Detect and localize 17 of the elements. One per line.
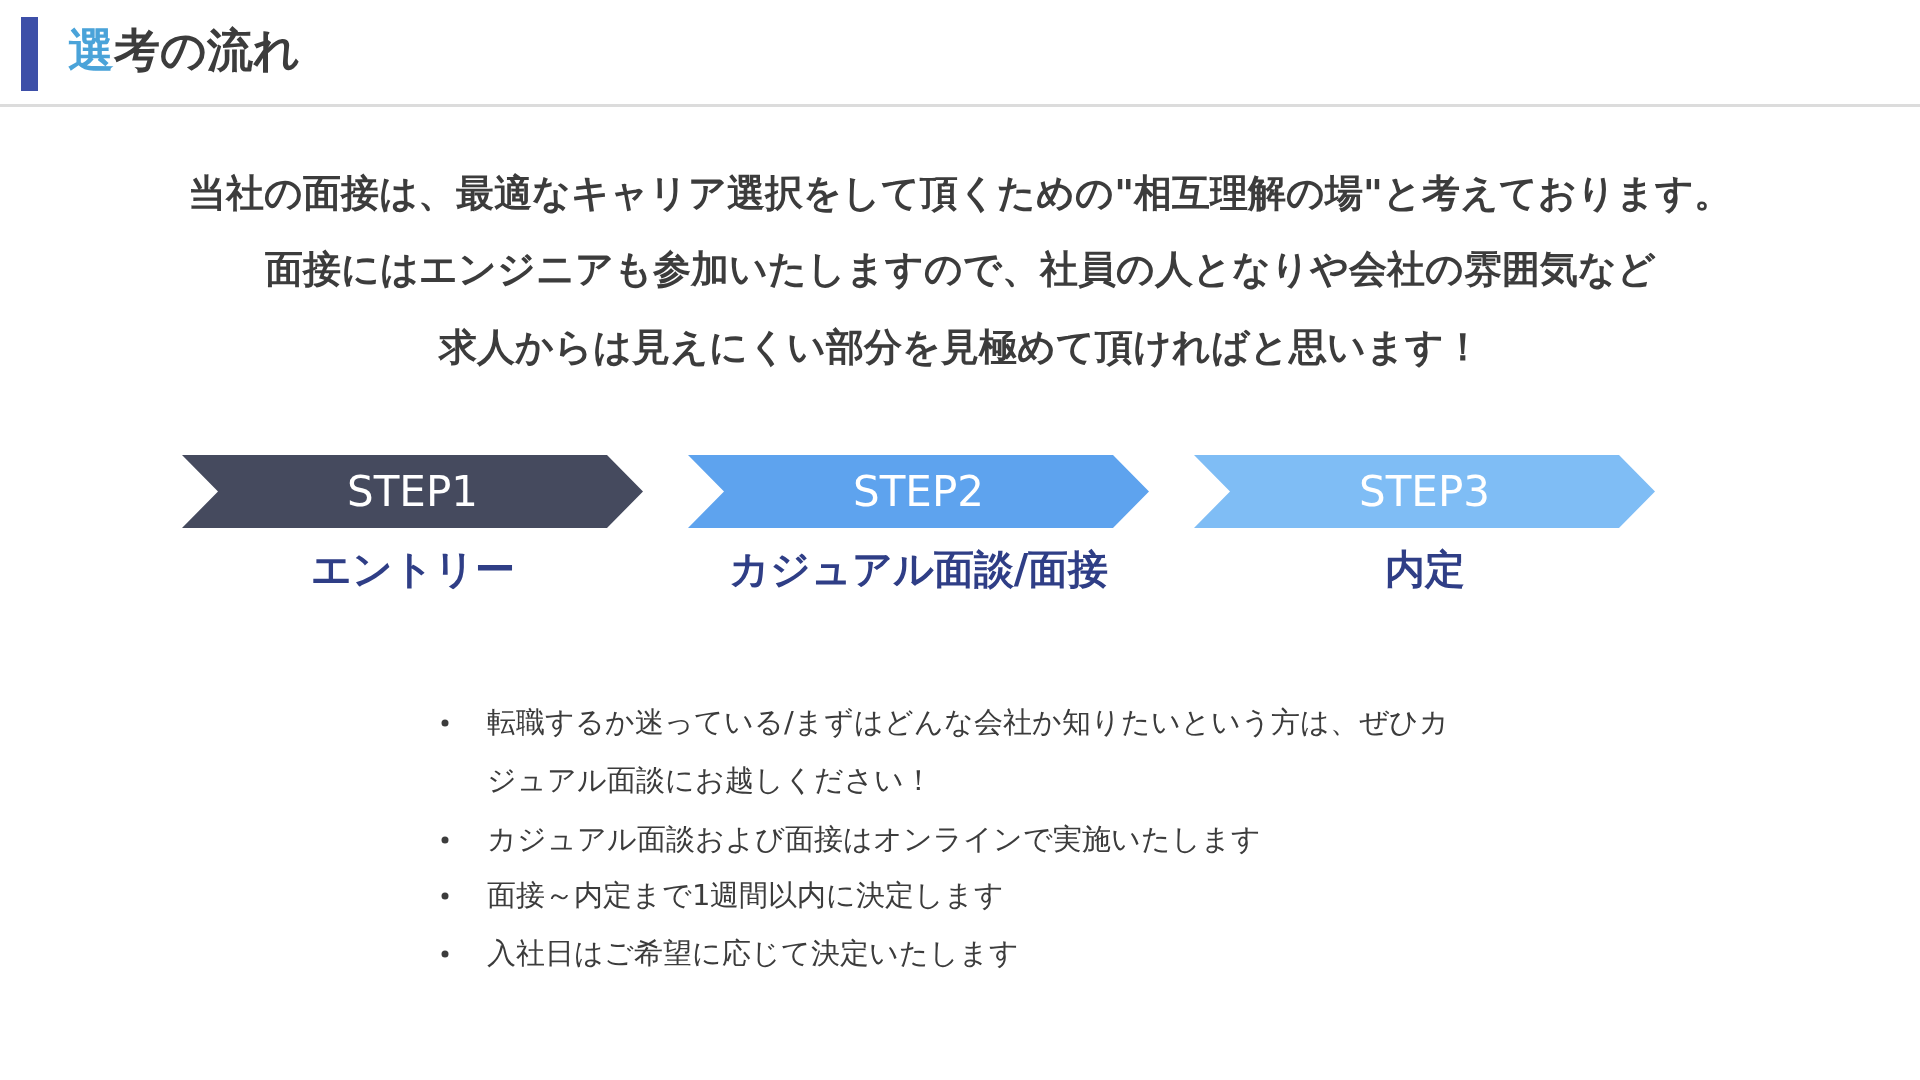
bullet-text: 転職するか迷っている/まずはどんな会社か知りたいという方は、ぜひカジュアル面談にお越しください！ bbox=[487, 704, 1450, 799]
intro-text: 当社の面接は、最適なキャリア選択をして頂くための"相互理解の場"と考えております。 bbox=[187, 170, 1733, 217]
chevron-step bbox=[1194, 455, 1655, 528]
bullet-text: 面接～内定まで1週間以内に決定します bbox=[487, 877, 1006, 914]
step-name: エントリー bbox=[309, 545, 516, 594]
intro-text: 求人からは見えにくい部分を見極めて頂ければと思います！ bbox=[437, 324, 1483, 371]
page-title: 選考の流れ bbox=[68, 22, 300, 79]
bullet-text: カジュアル面談および面接はオンラインで実施いたします bbox=[487, 821, 1262, 858]
chevron-step bbox=[182, 455, 643, 528]
step-label: STEP1 bbox=[346, 466, 479, 518]
step-name: カジュアル面談/面接 bbox=[727, 545, 1110, 594]
intro-text: 面接にはエンジニアも参加いたしますので、社員の人となりや会社の雰囲気など bbox=[263, 246, 1657, 293]
step-label: STEP3 bbox=[1358, 466, 1491, 518]
step-name: 内定 bbox=[1383, 545, 1466, 594]
bullet-text: 入社日はご希望に応じて決定いたします bbox=[487, 935, 1020, 972]
step-label: STEP2 bbox=[852, 466, 985, 518]
chevron-step bbox=[688, 455, 1149, 528]
